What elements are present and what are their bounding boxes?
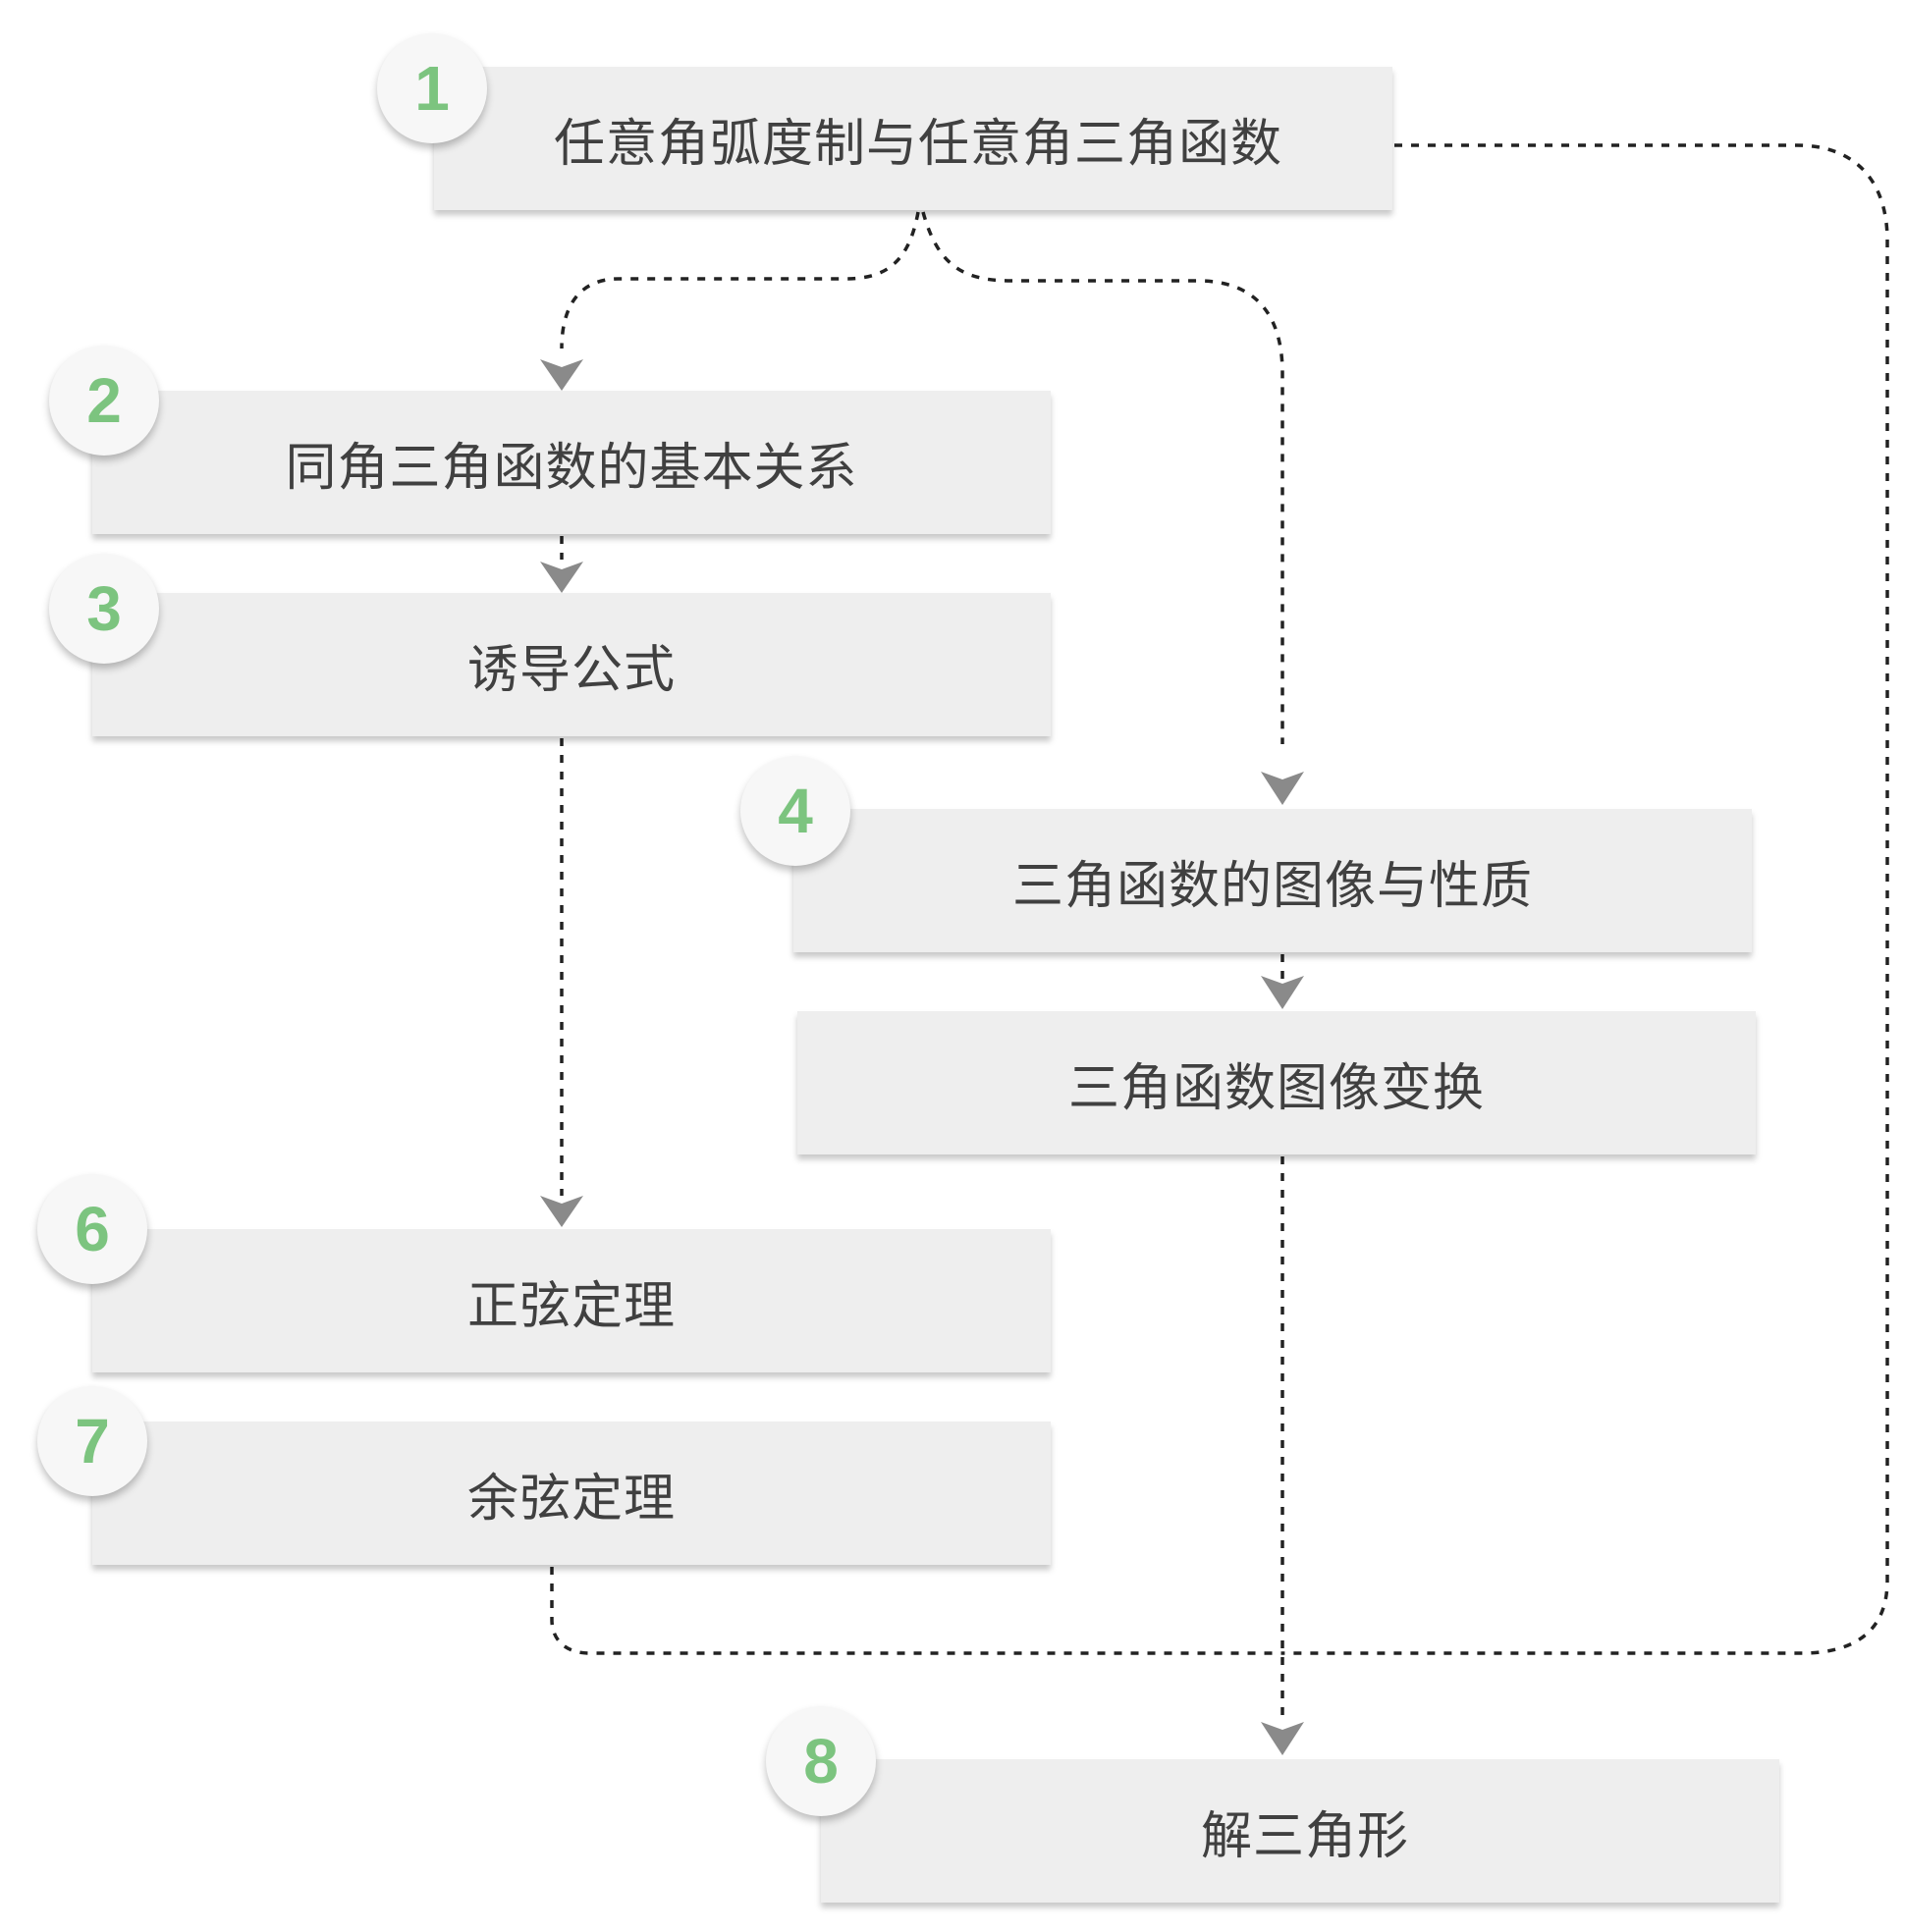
arrowhead-into-2 <box>540 359 583 391</box>
node-3-box: 诱导公式 <box>92 593 1051 736</box>
node-7-label: 余弦定理 <box>466 1469 676 1529</box>
arrowhead-into-3 <box>540 562 583 593</box>
node-1-label: 任意角弧度制与任意角三角函数 <box>553 114 1282 174</box>
connector-1-to-8 <box>1282 143 1889 1655</box>
node-8-label: 解三角形 <box>1200 1806 1409 1866</box>
node-1-box: 任意角弧度制与任意角三角函数 <box>434 67 1392 210</box>
node-2-label: 同角三角函数的基本关系 <box>285 438 858 498</box>
node-2-number-badge: 2 <box>49 346 159 456</box>
node-6-box: 正弦定理 <box>92 1229 1051 1372</box>
node-3-number-badge: 3 <box>49 554 159 664</box>
connector-7-to-join <box>550 1567 1282 1655</box>
arrowhead-into-5 <box>1261 976 1304 1009</box>
node-6-number-badge: 6 <box>37 1174 147 1284</box>
arrowhead-into-4 <box>1261 772 1304 805</box>
node-1-number-badge: 1 <box>377 33 487 143</box>
node-7-number-badge: 7 <box>37 1386 147 1496</box>
node-8-number-badge: 8 <box>766 1706 876 1816</box>
node-4-label: 三角函数的图像与性质 <box>1011 856 1533 916</box>
arrowhead-into-6 <box>540 1196 583 1227</box>
node-3-label: 诱导公式 <box>466 640 676 700</box>
node-2-box: 同角三角函数的基本关系 <box>92 391 1051 534</box>
node-7-box: 余弦定理 <box>92 1422 1051 1565</box>
node-5-label: 三角函数图像变换 <box>1067 1058 1485 1118</box>
arrowhead-into-8 <box>1261 1722 1304 1755</box>
node-4-number-badge: 4 <box>740 756 850 866</box>
node-6-label: 正弦定理 <box>466 1276 676 1336</box>
node-5-box: 三角函数图像变换 <box>797 1011 1756 1154</box>
connector-1-to-2 <box>560 211 920 349</box>
node-4-box: 三角函数的图像与性质 <box>793 809 1752 952</box>
node-8-box: 解三角形 <box>821 1759 1779 1903</box>
